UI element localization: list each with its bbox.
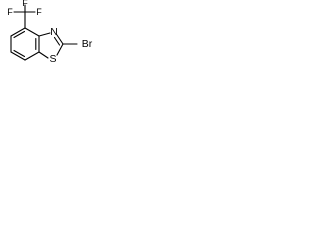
atom-label-fluorine-left: F xyxy=(7,7,13,17)
atom-label-bromine: Br xyxy=(82,38,93,50)
bond-c3a-c4 xyxy=(24,27,40,37)
bond-c3a-n xyxy=(38,32,51,37)
atom-label-fluorine-top: F xyxy=(22,0,28,8)
bond-c4-c5 xyxy=(10,27,26,37)
atom-label-nitrogen: N xyxy=(50,26,58,38)
atom-label-fluorine-right: F xyxy=(36,7,42,17)
atom-label-sulfur: S xyxy=(49,53,56,65)
bond-n-c2 xyxy=(56,34,64,45)
thiazole-ring-bonds xyxy=(38,32,78,59)
bond-s-c7a xyxy=(38,51,49,59)
bond-inner-c6-c7 xyxy=(13,49,26,58)
chemical-structure-diagram: F F F N S Br xyxy=(7,0,93,65)
bond-inner-c4-c5 xyxy=(13,30,26,39)
bond-c7-c7a xyxy=(24,51,40,61)
bond-c6-c7 xyxy=(10,51,26,61)
benzene-ring-bonds xyxy=(10,27,40,61)
trifluoromethyl-bonds xyxy=(13,4,36,29)
bond-n-c2-double xyxy=(53,36,61,46)
bond-c2-s xyxy=(56,43,64,56)
